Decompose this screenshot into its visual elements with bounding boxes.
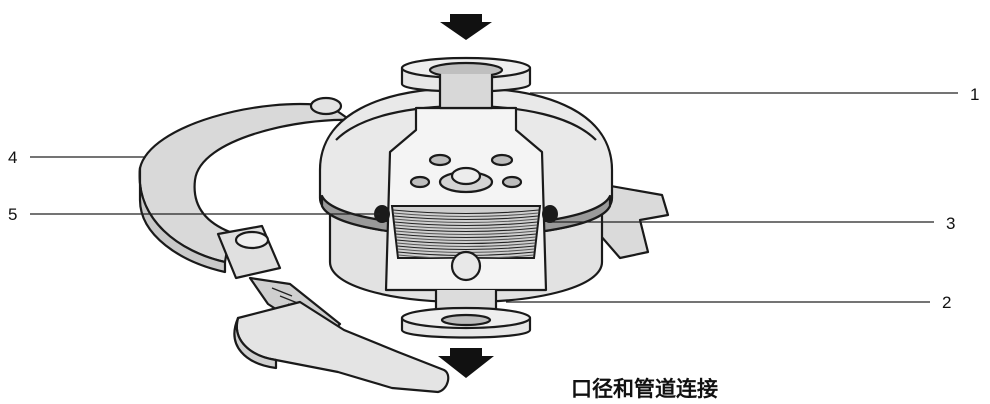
clamp-wing-nut <box>216 224 450 394</box>
inlet-flange <box>400 56 532 110</box>
callout-2: 2 <box>942 293 951 312</box>
spring-coils <box>390 205 542 260</box>
diagram-caption: 口径和管道连接 <box>571 377 718 401</box>
callout-5: 5 <box>8 205 17 224</box>
callout-3: 3 <box>946 214 955 233</box>
inlet-flow-arrow <box>440 14 492 40</box>
o-ring-seal <box>374 205 558 223</box>
callout-4: 4 <box>8 148 17 167</box>
callout-1: 1 <box>970 85 979 104</box>
valve-stem <box>450 250 482 282</box>
outlet-flow-arrow <box>438 348 494 378</box>
leader-lines <box>30 92 958 303</box>
outlet-flange <box>400 290 532 339</box>
